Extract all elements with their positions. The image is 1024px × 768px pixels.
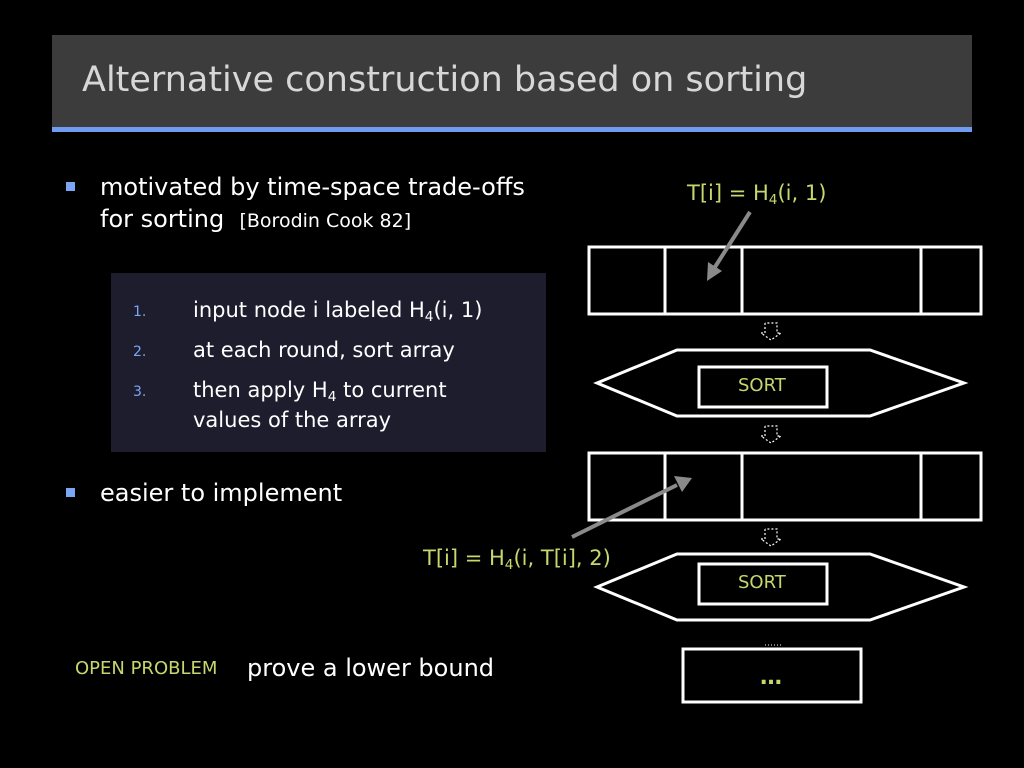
sort-stage-2 [593, 552, 969, 622]
down-arrow-icon [759, 322, 783, 341]
slide-title: Alternative construction based on sortin… [82, 60, 808, 100]
sort-stage-1 [593, 348, 969, 418]
arrow-top-icon [707, 210, 752, 281]
bullet-motivation-line2: for sorting [100, 205, 225, 233]
label-initial-value: T[i] = H4(i, 1) [687, 181, 827, 209]
steps-box: 1. input node i labeled H4(i, 1) 2. at e… [111, 273, 546, 452]
sort-label-1: SORT [738, 375, 786, 396]
citation: [Borodin Cook 82] [239, 210, 412, 232]
title-underline [52, 127, 972, 132]
sort-label-2: SORT [738, 572, 786, 593]
label-round-value: T[i] = H4(i, T[i], 2) [423, 546, 611, 574]
step-text: input node i labeled H4(i, 1) [193, 298, 483, 326]
bullet-motivation-line1: motivated by time-space trade-offs [100, 173, 525, 201]
step-text: at each round, sort array [193, 338, 455, 362]
down-arrow-icon [759, 425, 783, 444]
bullet-easier-text: easier to implement [100, 479, 343, 507]
array-middle [587, 451, 983, 522]
step-number: 2. [133, 344, 147, 360]
bullet-square-icon [66, 182, 75, 191]
array-top [587, 245, 983, 316]
arrow-mid-icon [571, 476, 692, 539]
open-problem-text: prove a lower bound [247, 654, 495, 682]
continuation-box [681, 647, 863, 704]
step-number: 3. [133, 384, 147, 400]
step-number: 1. [133, 304, 147, 320]
ellipsis: … [760, 665, 782, 690]
down-arrow-icon [759, 528, 783, 547]
open-problem-label: OPEN PROBLEM [75, 658, 218, 679]
title-bar [52, 35, 972, 127]
bullet-square-icon [66, 488, 75, 497]
